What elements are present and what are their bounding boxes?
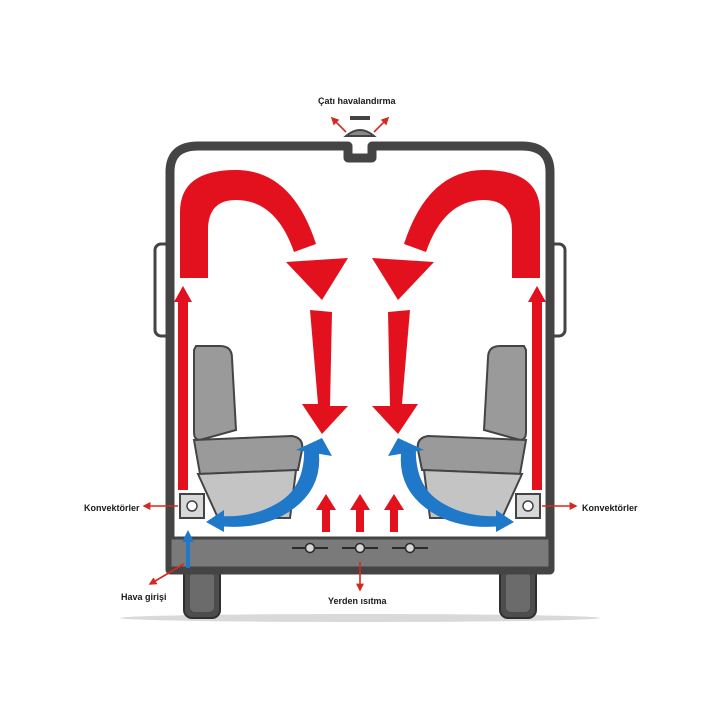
cool-air-curve-right-head-top xyxy=(388,438,424,456)
left-wheel xyxy=(183,565,221,619)
warm-air-rising-left-head xyxy=(174,286,192,302)
label-roof-vent: Çatı havalandırma xyxy=(318,96,396,106)
cool-air-curve-left-head-top xyxy=(296,438,332,456)
label-floor-heating: Yerden ısıtma xyxy=(328,596,387,606)
roof-vent xyxy=(343,116,377,137)
cool-air-curve-left-head xyxy=(206,510,224,532)
label-air-inlet: Hava girişi xyxy=(121,592,167,602)
warm-air-rising-right xyxy=(532,300,542,490)
warm-air-rising-right-head xyxy=(528,286,546,302)
left-seat xyxy=(192,345,304,519)
right-wheel xyxy=(499,565,537,619)
air-inlet-flow-head xyxy=(182,530,194,542)
right-convector xyxy=(515,493,541,519)
warm-air-arc-right-head xyxy=(372,258,434,300)
warm-air-arc-right xyxy=(404,170,540,278)
warm-air-arc-left xyxy=(180,170,316,278)
right-seat xyxy=(416,345,528,519)
floor-heat-arrows xyxy=(316,494,404,532)
cool-air-curve-right xyxy=(400,446,502,527)
air-inlet-flow xyxy=(186,540,190,568)
cool-air-curve-right-head xyxy=(496,510,514,532)
left-convector xyxy=(179,493,205,519)
warm-air-rising-left xyxy=(178,300,188,490)
cool-air-curve-left xyxy=(218,446,320,527)
label-convectors-left: Konvektörler xyxy=(84,503,140,513)
ground-shadow xyxy=(120,614,600,622)
floor-vents xyxy=(292,542,428,554)
warm-air-arc-left-head xyxy=(286,258,348,300)
label-convectors-right: Konvektörler xyxy=(582,503,638,513)
warm-air-down-left xyxy=(302,310,348,434)
warm-air-down-right xyxy=(372,310,418,434)
annotation-arrows xyxy=(142,116,578,592)
